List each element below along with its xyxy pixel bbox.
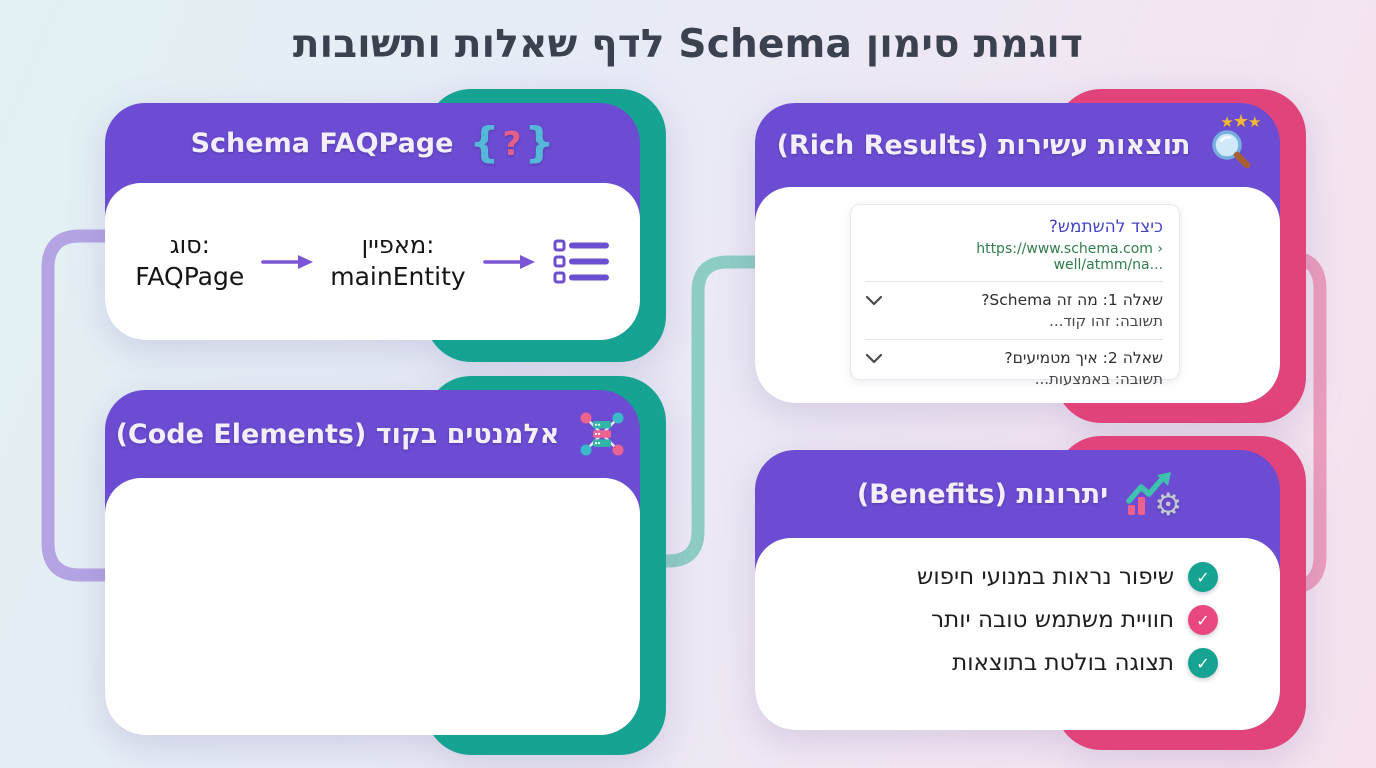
serp-faq-answer: תשובה: באמצעות... xyxy=(1034,370,1163,389)
benefit-row: ✓ שיפור נראות במנועי חיפוש xyxy=(755,562,1218,592)
chevron-down-icon xyxy=(865,354,883,364)
arrow-right-icon xyxy=(482,254,535,269)
arrow-right-icon xyxy=(261,254,314,269)
faqpage-flow: סוג: FAQPage מאפיין: mainEntity xyxy=(105,183,640,340)
card-rich-results: ★★★ תוצאות עשירות (Rich Results) כיצד לה… xyxy=(755,89,1306,423)
connector-middle-teal xyxy=(633,255,782,568)
card-title: תוצאות עשירות (Rich Results) xyxy=(776,129,1191,161)
serp-faq-question: שאלה 2: איך מטמיעים? xyxy=(1004,349,1163,368)
benefit-row: ✓ תצוגה בולטת בתוצאות xyxy=(755,648,1218,678)
benefit-list: ✓ שיפור נראות במנועי חיפוש ✓ חוויית משתמ… xyxy=(755,538,1280,730)
page-title: דוגמת סימון Schema לדף שאלות ותשובות xyxy=(292,22,1084,67)
connector-left-purple xyxy=(41,229,157,582)
serp-faq-question: שאלה 1: מה זה Schema? xyxy=(981,291,1163,309)
card-title: יתרונות (Benefits) xyxy=(856,478,1109,510)
benefit-text: שיפור נראות במנועי חיפוש xyxy=(917,564,1174,590)
serp-faq-list: שאלה 1: מה זה Schema? תשובה: זהו קוד... … xyxy=(865,282,1163,397)
card-title: Schema FAQPage xyxy=(190,127,454,159)
card-title: אלמנטים בקוד (Code Elements) xyxy=(115,418,560,450)
check-icon: ✓ xyxy=(1188,648,1218,678)
gear-icon: ⚙ xyxy=(1154,487,1183,523)
serp-faq-row: שאלה 2: איך מטמיעים? תשובה: באמצעות... xyxy=(865,339,1163,397)
chevron-down-icon xyxy=(865,295,883,306)
benefit-row: ✓ חוויית משתמש טובה יותר xyxy=(755,605,1218,635)
check-icon: ✓ xyxy=(1188,562,1218,592)
list-icon xyxy=(553,239,609,283)
serp-faq-row: שאלה 1: מה זה Schema? תשובה: זהו קוד... xyxy=(865,282,1163,339)
magnifier-stars-icon: ★★★ xyxy=(1206,111,1261,171)
benefit-text: חוויית משתמש טובה יותר xyxy=(931,607,1174,633)
growth-gear-icon: ⚙ xyxy=(1124,469,1182,523)
check-icon: ✓ xyxy=(1188,605,1218,635)
flow-step-property: מאפיין: mainEntity xyxy=(330,231,466,291)
serp-mockup: כיצד להשתמש? https://www.schema.com › we… xyxy=(850,204,1180,388)
card-benefits: ⚙ יתרונות (Benefits) ✓ שיפור נראות במנוע… xyxy=(755,436,1306,750)
serp-link-title: כיצד להשתמש? xyxy=(1048,217,1163,237)
benefit-text: תצוגה בולטת בתוצאות xyxy=(952,650,1174,676)
serp-url: https://www.schema.com › well/atmm/na... xyxy=(865,241,1163,282)
network-server-icon xyxy=(575,407,629,461)
card-schema-faqpage: {?} Schema FAQPage סוג: FAQPage מאפיין: xyxy=(105,89,666,362)
serp-faq-answer: תשובה: זהו קוד... xyxy=(1049,311,1163,330)
braces-question-icon: {?} xyxy=(469,118,555,167)
flow-step-type: סוג: FAQPage xyxy=(135,231,245,291)
card-code-elements: אלמנטים בקוד (Code Elements) { "@context… xyxy=(105,376,666,755)
stars-icon: ★★★ xyxy=(1220,111,1261,132)
